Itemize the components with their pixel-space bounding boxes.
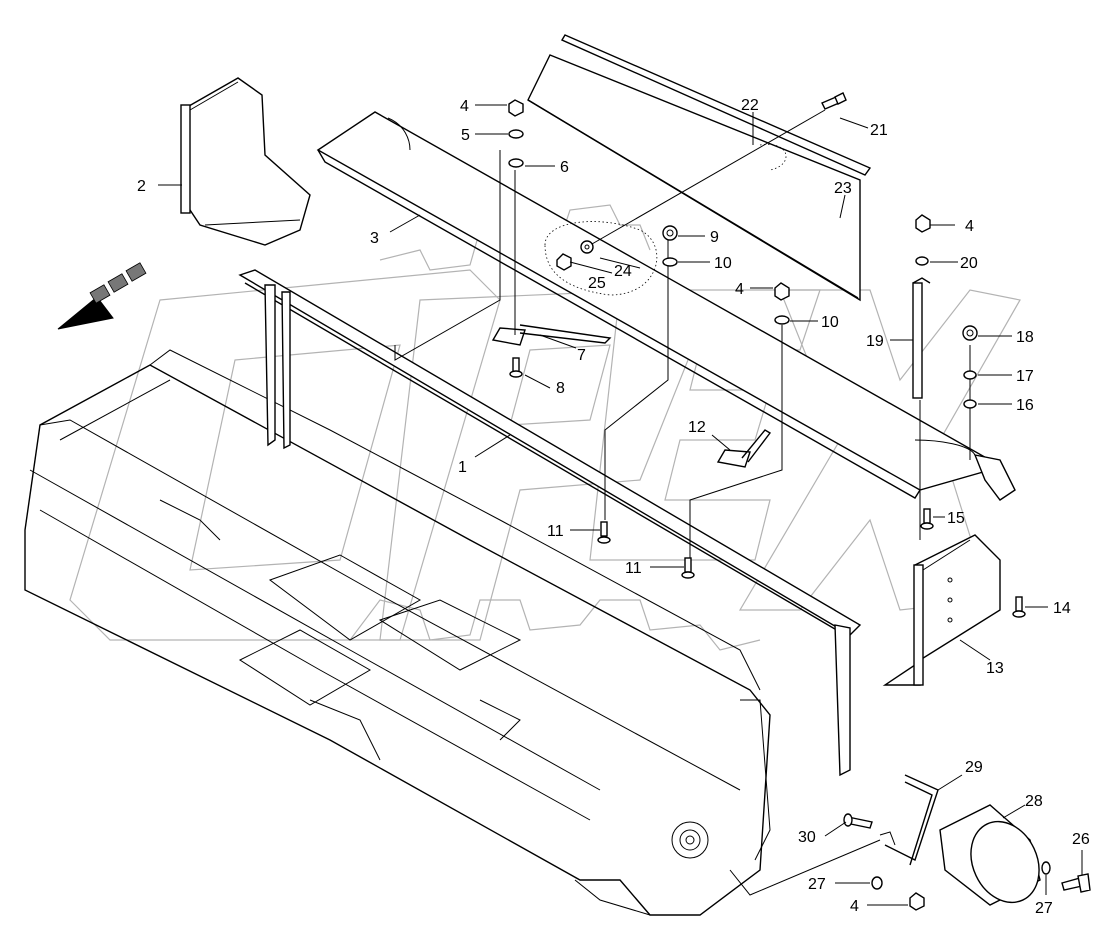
washer-icon — [963, 399, 977, 409]
ring-nut-icon — [962, 325, 978, 341]
washer-icon — [915, 256, 929, 266]
callout-25: 25 — [588, 275, 606, 292]
callout-2: 2 — [137, 178, 146, 195]
callout-4: 4 — [965, 218, 974, 235]
washer-icon — [508, 129, 524, 139]
washer-icon — [508, 158, 524, 168]
nut-icon — [556, 253, 572, 271]
ring-nut-icon — [580, 240, 594, 254]
part-13-side-shield — [882, 534, 1001, 686]
callout-9: 9 — [710, 229, 719, 246]
bolt-icon — [1012, 596, 1026, 618]
callout-11: 11 — [625, 560, 642, 577]
bolt-icon — [843, 813, 873, 829]
callout-5: 5 — [461, 127, 470, 144]
callout-17: 17 — [1016, 368, 1034, 385]
part-29-bracket — [879, 774, 939, 866]
nut-icon — [915, 214, 931, 233]
callout-11: 11 — [547, 523, 564, 540]
callout-22: 22 — [741, 97, 759, 114]
callout-19: 19 — [866, 333, 884, 350]
callout-27: 27 — [808, 876, 826, 893]
part-7-bracket — [491, 324, 612, 346]
part-22-23-top-panel — [527, 34, 872, 302]
callout-24: 24 — [614, 263, 632, 280]
callout-10: 10 — [821, 314, 839, 331]
callout-8: 8 — [556, 380, 565, 397]
callout-10: 10 — [714, 255, 732, 272]
callout-numbers: 1 2 3 4 4 4 4 5 6 7 8 9 10 10 11 11 12 1… — [137, 97, 1090, 917]
callout-26: 26 — [1072, 831, 1090, 848]
part-2-side-shield — [180, 77, 311, 246]
bolt-icon — [821, 92, 847, 110]
callout-30: 30 — [798, 829, 816, 846]
part-1-long-bar — [238, 269, 862, 777]
callout-21: 21 — [870, 122, 888, 139]
callout-4: 4 — [850, 898, 859, 915]
callout-12: 12 — [688, 419, 706, 436]
bolt-icon — [1061, 873, 1091, 893]
fasteners — [508, 92, 1091, 911]
bolt-icon — [597, 521, 611, 544]
washer-icon — [871, 876, 883, 890]
part-19-rod — [912, 277, 931, 399]
callout-27: 27 — [1035, 900, 1053, 917]
callout-14: 14 — [1053, 600, 1071, 617]
washer-icon — [774, 315, 790, 325]
callout-4: 4 — [735, 281, 744, 298]
nut-icon — [508, 99, 524, 117]
callout-6: 6 — [560, 159, 569, 176]
callout-23: 23 — [834, 180, 852, 197]
machine-body — [24, 349, 771, 916]
leader-lines — [158, 104, 1083, 906]
connector-lines — [499, 109, 971, 896]
callout-4: 4 — [460, 98, 469, 115]
bolt-icon — [681, 557, 695, 579]
callout-18: 18 — [1016, 329, 1034, 346]
part-3-panel — [316, 111, 1016, 501]
callout-13: 13 — [986, 660, 1004, 677]
callout-16: 16 — [1016, 397, 1034, 414]
callout-15: 15 — [947, 510, 965, 527]
callout-3: 3 — [370, 230, 379, 247]
bolt-icon — [920, 508, 934, 530]
callout-29: 29 — [965, 759, 983, 776]
direction-arrow-icon — [57, 262, 147, 330]
ring-nut-icon — [662, 225, 678, 241]
washer-icon — [963, 370, 977, 380]
part-28-cylinder — [939, 804, 1041, 906]
part-12-bracket — [716, 429, 772, 468]
washer-icon — [1041, 861, 1051, 875]
callout-20: 20 — [960, 255, 978, 272]
callout-1: 1 — [458, 459, 467, 476]
nut-icon — [774, 282, 790, 301]
bolt-icon — [509, 357, 523, 378]
nut-icon — [909, 892, 925, 911]
callout-28: 28 — [1025, 793, 1043, 810]
callout-7: 7 — [577, 347, 586, 364]
washer-icon — [662, 257, 678, 267]
